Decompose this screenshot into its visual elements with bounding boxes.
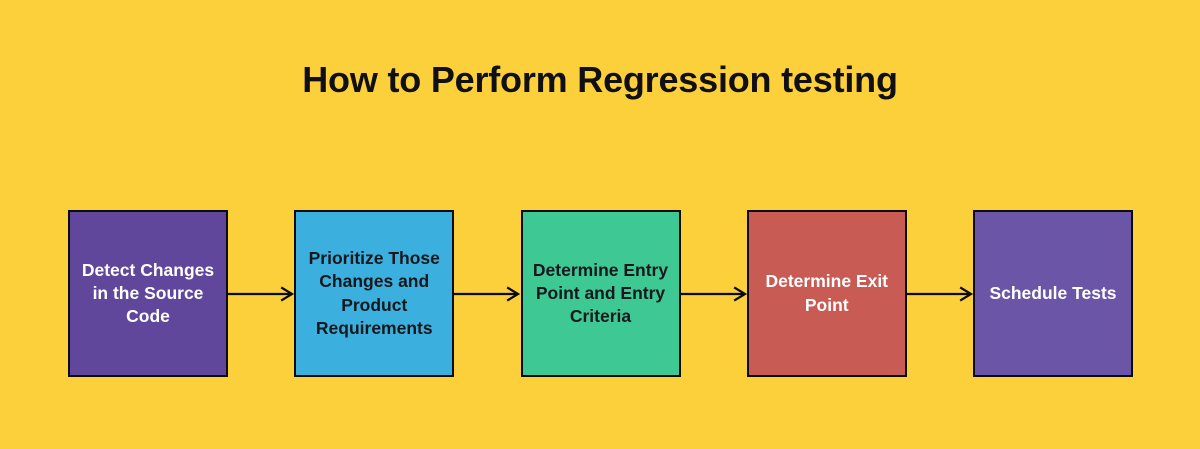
flow-step-4[interactable]: Determine Exit Point [746,210,907,377]
flow-step-3-label: Determine Entry Point and Entry Criteria [532,259,669,327]
arrow-right-icon [907,284,973,304]
flow-connector-3 [681,210,747,377]
arrow-right-icon [454,284,520,304]
flow-connector-4 [907,210,973,377]
arrow-right-icon [228,284,294,304]
flow-step-5[interactable]: Schedule Tests [973,210,1133,377]
flow-step-1[interactable]: Detect Changes in the Source Code [68,210,228,377]
flow-connector-2 [454,210,520,377]
process-flow: Detect Changes in the Source Code Priori… [68,210,1133,377]
flow-step-4-label: Determine Exit Point [765,271,889,315]
flow-step-2[interactable]: Prioritize Those Changes and Product Req… [294,210,455,377]
flow-step-5-label: Schedule Tests [989,282,1117,303]
page-title: How to Perform Regression testing [302,59,898,100]
flow-connector-1 [228,210,294,377]
flow-step-1-label: Detect Changes in the Source Code [81,259,215,327]
flow-step-2-label: Prioritize Those Changes and Product Req… [308,248,440,338]
arrow-right-icon [681,284,747,304]
flow-step-3[interactable]: Determine Entry Point and Entry Criteria [520,210,681,377]
